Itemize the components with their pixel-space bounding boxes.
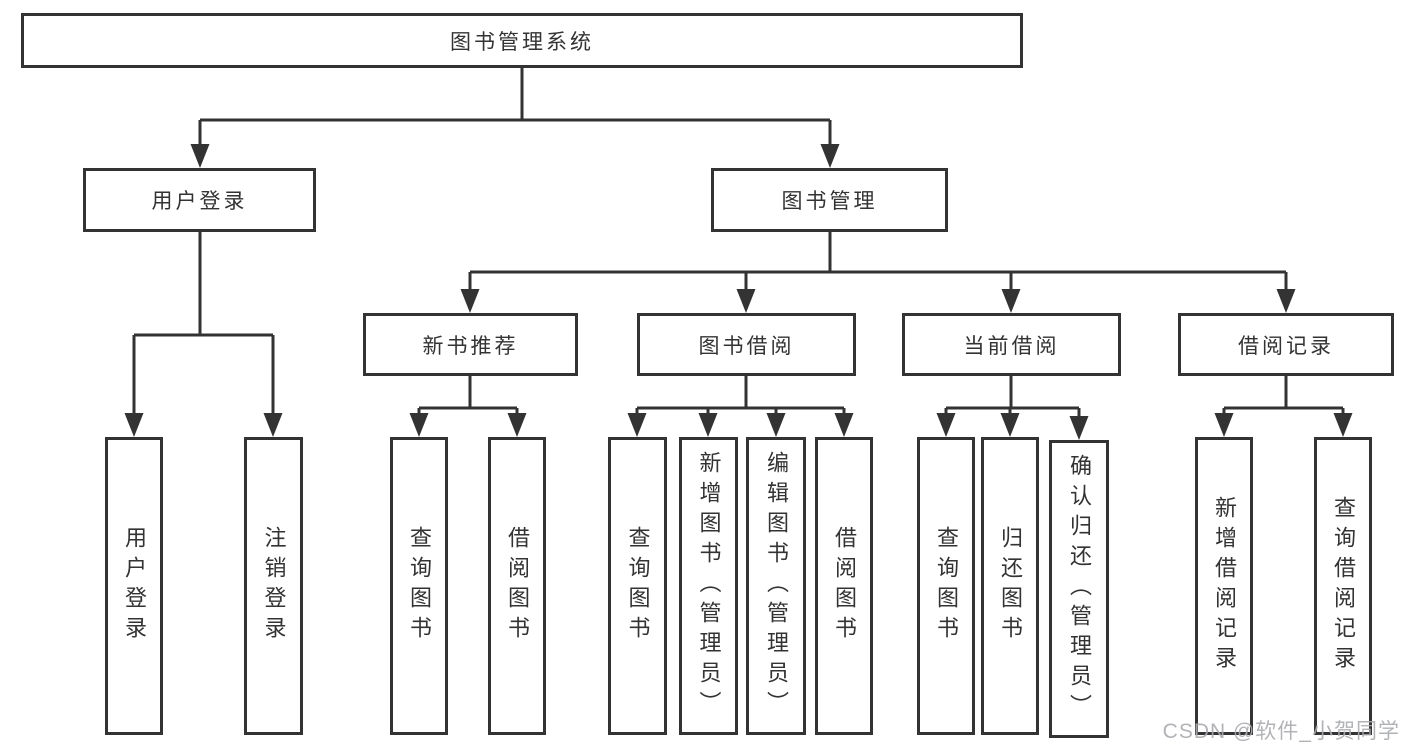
leaf-return-book: 归还图书 — [981, 437, 1039, 735]
arrowhead-icon — [409, 413, 429, 437]
csdn-watermark: CSDN @软件_小贺同学 — [1162, 720, 1400, 743]
leaf-query-books-borrow: 查询图书 — [608, 437, 667, 735]
arrowhead-icon — [834, 413, 854, 437]
node-current-borrow: 当前借阅 — [902, 313, 1121, 376]
leaf-borrow-books: 借阅图书 — [815, 437, 873, 735]
arrowhead-icon — [263, 413, 283, 437]
arrowhead-icon — [698, 413, 718, 437]
leaf-query-borrow-record: 查询借阅记录 — [1314, 437, 1372, 735]
arrowhead-icon — [736, 289, 756, 313]
leaf-query-books-recommend: 查询图书 — [390, 437, 448, 735]
arrowhead-icon — [1069, 416, 1089, 440]
arrowhead-icon — [627, 413, 647, 437]
arrowhead-icon — [1214, 413, 1234, 437]
leaf-logout: 注销登录 — [244, 437, 303, 735]
arrowhead-icon — [1001, 289, 1021, 313]
arrowhead-icon — [507, 413, 527, 437]
connector-current-borrow — [944, 376, 1081, 418]
arrowhead-icon — [124, 413, 144, 437]
leaf-edit-book-admin: 编辑图书（管理员） — [746, 437, 806, 735]
arrowhead-icon — [820, 144, 840, 168]
arrowhead-icon — [766, 413, 786, 437]
leaf-add-borrow-record: 新增借阅记录 — [1195, 437, 1253, 735]
leaf-add-book-admin: 新增图书（管理员） — [679, 437, 738, 735]
node-library-system: 图书管理系统 — [21, 13, 1023, 68]
node-book-borrow: 图书借阅 — [637, 313, 856, 376]
leaf-query-books-current: 查询图书 — [917, 437, 975, 735]
leaf-borrow-books-recommend: 借阅图书 — [488, 437, 546, 735]
node-book-management: 图书管理 — [711, 168, 948, 232]
arrowhead-icon — [1000, 413, 1020, 437]
connector-user-login — [132, 232, 275, 418]
connector-borrow-records — [1222, 376, 1345, 418]
leaf-confirm-return-admin: 确认归还（管理员） — [1049, 440, 1109, 738]
leaf-user-login: 用户登录 — [105, 437, 163, 735]
connector-root — [198, 68, 832, 150]
arrowhead-icon — [190, 144, 210, 168]
arrowhead-icon — [460, 289, 480, 313]
node-user-login: 用户登录 — [83, 168, 316, 232]
arrowhead-icon — [1333, 413, 1353, 437]
arrowhead-icon — [1276, 289, 1296, 313]
connector-book-management — [468, 232, 1288, 295]
node-borrow-records: 借阅记录 — [1178, 313, 1394, 376]
connector-new-book-recommend — [417, 376, 519, 418]
connector-book-borrow — [635, 376, 846, 418]
node-new-book-recommend: 新书推荐 — [363, 313, 578, 376]
arrowhead-icon — [936, 413, 956, 437]
